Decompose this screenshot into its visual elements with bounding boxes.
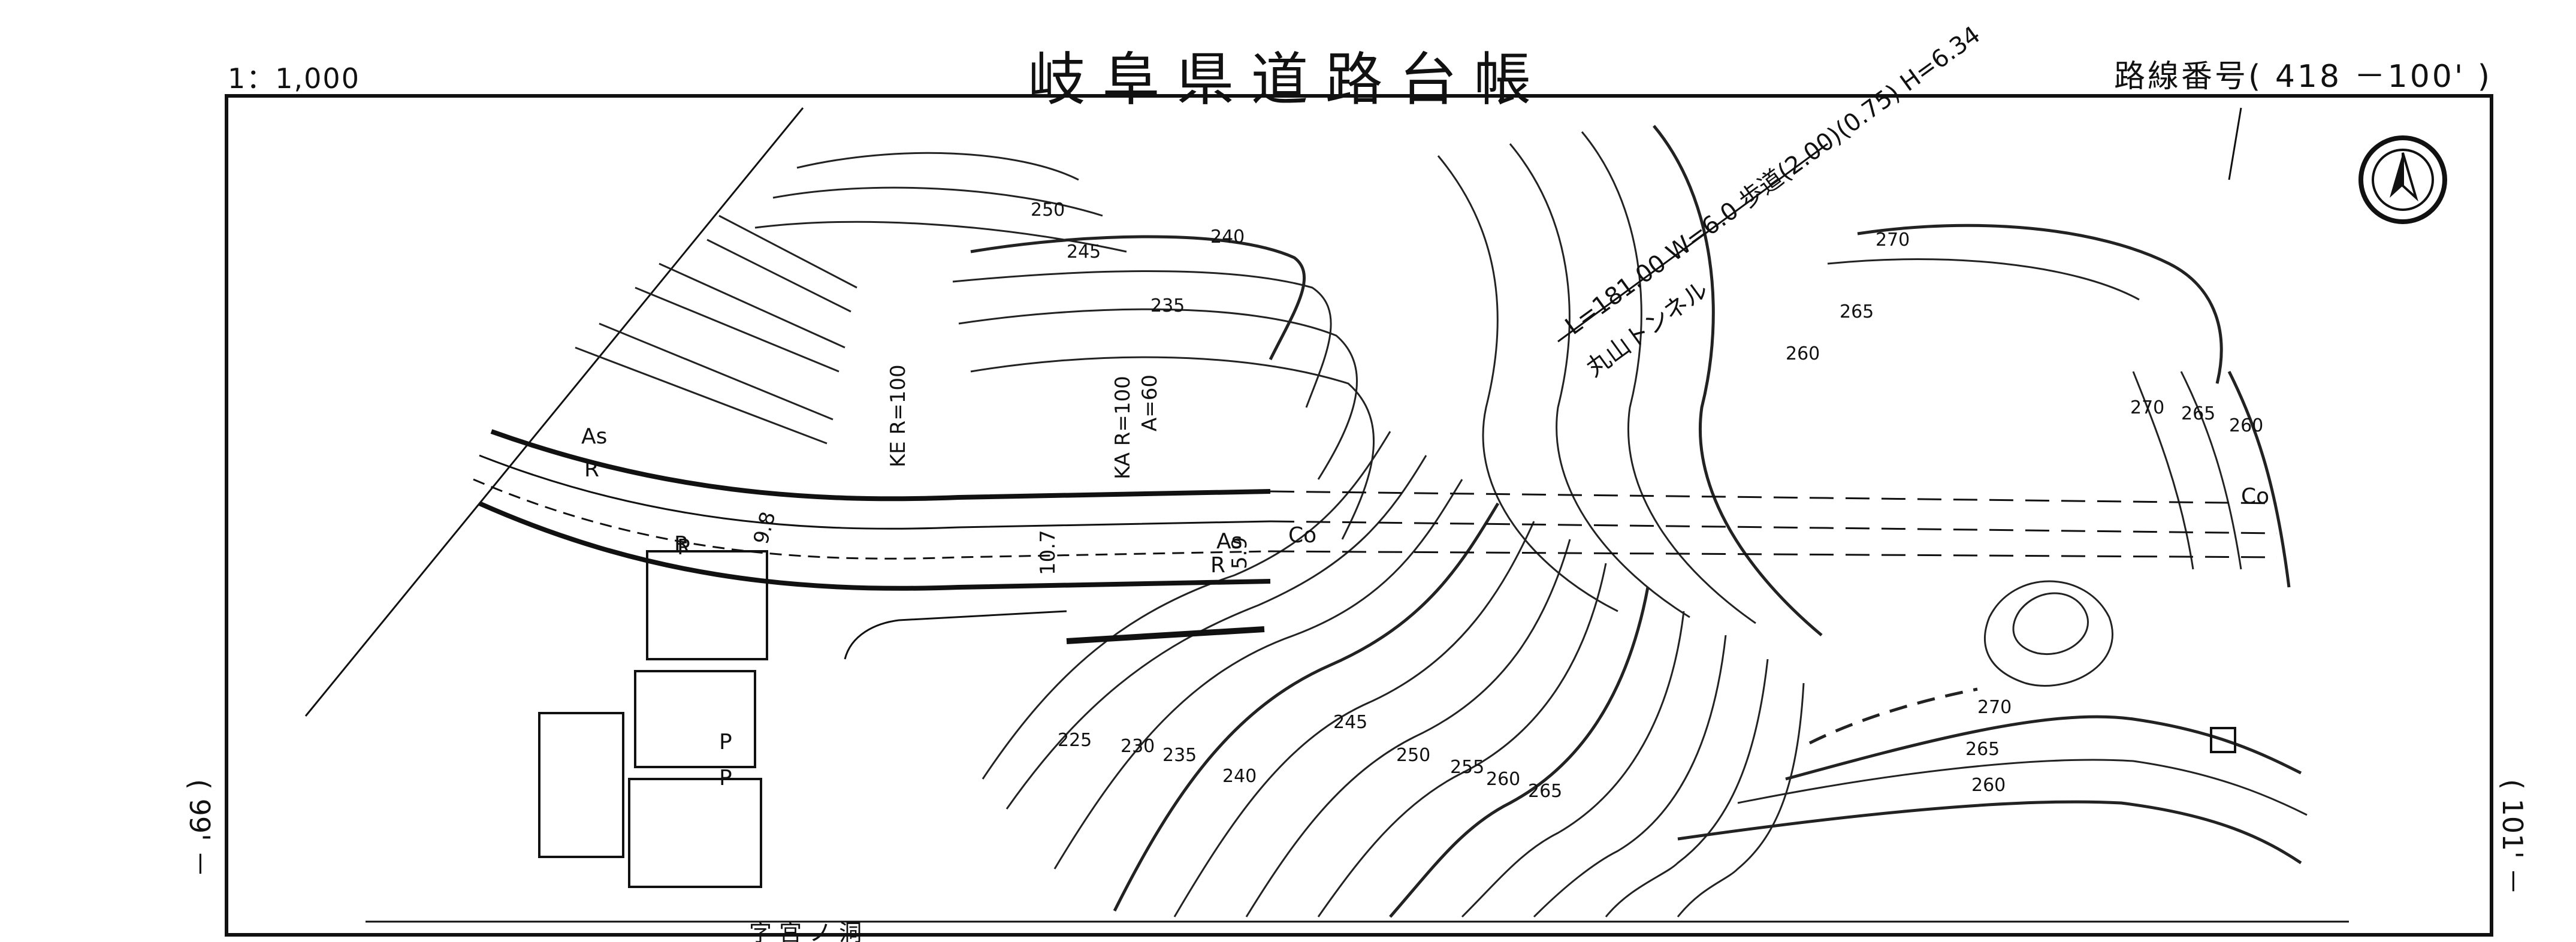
road-annotations: KE R=100 KA R=100 A=60 9.8 10.7 5.9: [749, 364, 1252, 575]
contour-label: 265: [1965, 739, 2000, 760]
contour-label: 235: [1150, 295, 1185, 316]
surface-label: R: [584, 457, 599, 482]
contour-label: 250: [1396, 745, 1430, 766]
route-number: 路線番号( 418 －100' ): [2114, 59, 2492, 95]
road: [473, 429, 2278, 660]
road-width-label: 9.8: [749, 509, 781, 547]
contour-label: 245: [1333, 712, 1367, 733]
contour-label: 240: [1210, 227, 1245, 247]
contour-label: 235: [1162, 745, 1197, 766]
contour-label: 270: [2130, 397, 2164, 418]
page-title: 岐阜県道路台帳: [1028, 46, 1548, 113]
contour-label: 270: [1977, 697, 2012, 718]
map-frame: [225, 94, 2493, 937]
contour-label: 260: [2229, 415, 2263, 436]
curve-label-ka-a: A=60: [1138, 375, 1162, 431]
road-width-label: 5.9: [1228, 537, 1252, 569]
north-arrow-icon: [2358, 135, 2447, 224]
footer-place-label: 字 宮 ノ 洞: [749, 920, 862, 942]
contour-label: 270: [1876, 230, 1910, 250]
surface-label: P: [719, 766, 732, 790]
contour-label: 230: [1121, 736, 1155, 757]
contours-east: [1677, 224, 2308, 865]
curve-label-ke: KE R=100: [886, 364, 910, 467]
surface-label: As: [1216, 529, 1242, 554]
contour-label: 250: [1031, 200, 1065, 221]
adjacent-sheet-right: ( 101' －: [2496, 779, 2529, 895]
contour-label: 265: [2181, 403, 2215, 424]
contour-label: 260: [1786, 343, 1820, 364]
contours-west: [754, 125, 1823, 918]
surface-label: R: [1210, 553, 1225, 578]
contour-label: 255: [1450, 757, 1484, 778]
terraces: [575, 215, 857, 445]
road-width-label: 10.7: [1036, 530, 1060, 575]
contour-label: 225: [1058, 730, 1092, 751]
curve-label-ka-r: KA R=100: [1111, 376, 1135, 479]
surface-label: As: [581, 424, 607, 449]
adjacent-sheet-left: ( 99' －: [183, 779, 216, 878]
boundary-diagonal: [304, 107, 804, 717]
contour-label: 260: [1486, 769, 1520, 790]
contour-label: 240: [1222, 766, 1257, 787]
contour-label: 265: [1528, 781, 1562, 802]
contour-label: 245: [1067, 241, 1101, 262]
surface-label: Co: [1288, 523, 1316, 548]
buildings: [538, 550, 2236, 888]
surface-label: P: [677, 535, 690, 560]
contour-labels: 250 245 240 235 225 230 235 240 245 250 …: [1031, 200, 2263, 802]
contour-label: 265: [1840, 301, 1874, 322]
surface-label: Co: [2241, 484, 2269, 509]
surface-label: R: [674, 532, 689, 557]
boundary-vertical: [2228, 107, 2242, 180]
surface-labels: As As Co Co R R R P P P: [581, 424, 2269, 790]
surface-label: P: [719, 730, 732, 754]
map-scale: 1：1,000: [228, 62, 360, 95]
contour-label: 260: [1971, 775, 2006, 796]
